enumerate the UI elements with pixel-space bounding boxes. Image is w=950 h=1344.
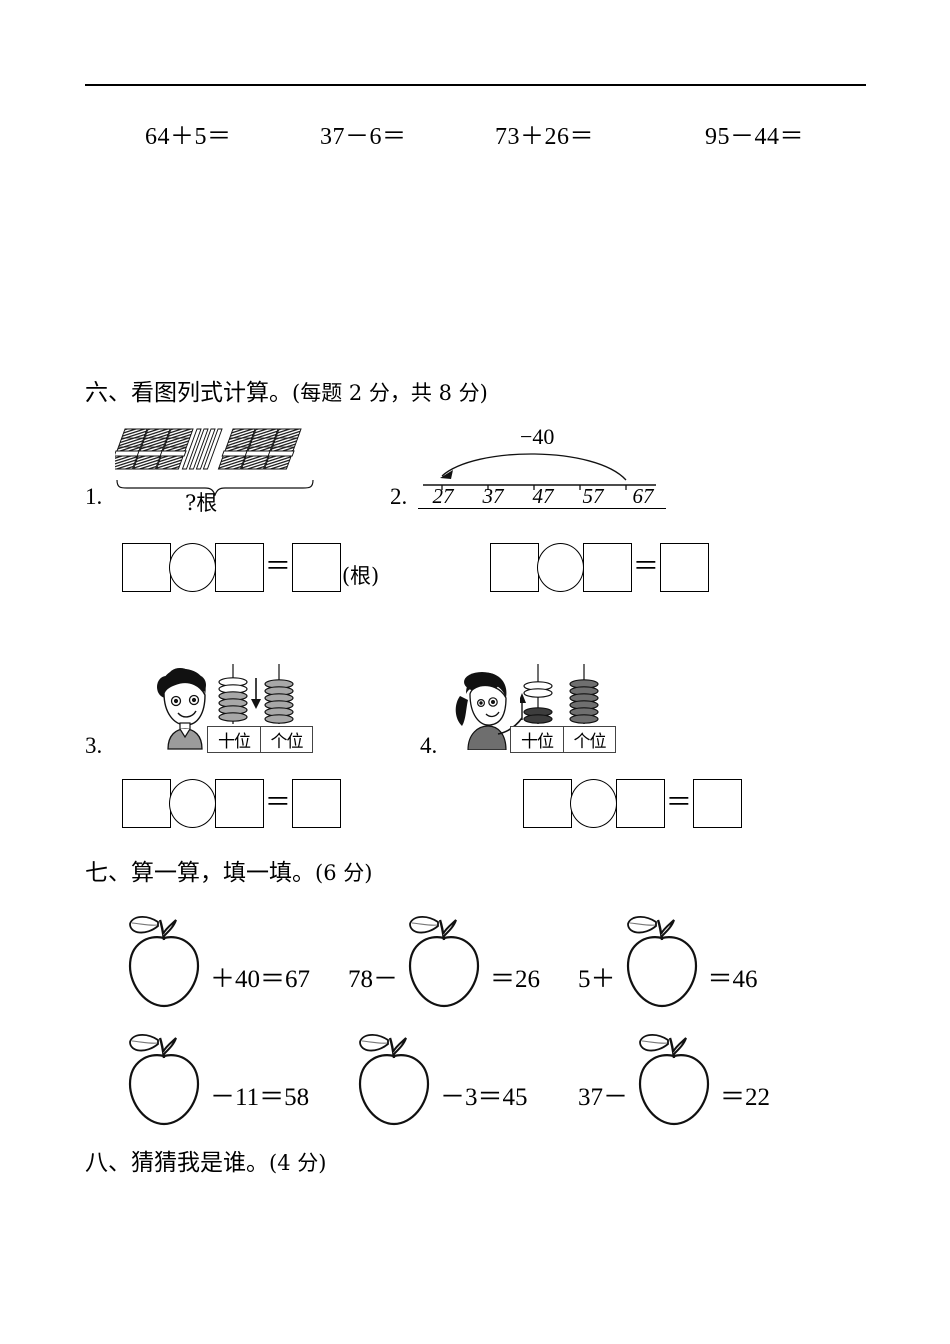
equals-sign: ＝ (264, 788, 291, 817)
apple-equation-5: －3＝45 (348, 1018, 528, 1128)
bundled-sticks-figure (108, 425, 315, 496)
number-line-baseline (418, 508, 666, 509)
answer-box-operand-2[interactable] (214, 778, 264, 828)
header-divider (85, 84, 866, 86)
problem-number-2: 2. (390, 484, 408, 509)
apple-icon (638, 1033, 710, 1126)
answer-row-problem-2: ＝ (490, 542, 709, 592)
apple-equation-4: －11＝58 (118, 1018, 309, 1128)
apple-icon (626, 915, 697, 1008)
calc-item-4: 95－44＝ (705, 124, 804, 150)
sticks-brace-icon (116, 479, 314, 496)
section-heading-eight: 八、猜猜我是谁。(4 分) (85, 1148, 326, 1178)
apple-equation-5-text: －3＝45 (440, 1084, 528, 1111)
equals-sign: ＝ (632, 552, 659, 581)
number-line-tick-0: 27 (432, 484, 454, 508)
place-value-tens-label: 十位 (218, 732, 251, 752)
answer-circle-operator[interactable] (169, 778, 217, 828)
problem-number-4: 4. (420, 733, 438, 758)
answer-box-operand-2[interactable] (214, 542, 264, 592)
calc-item-1: 64＋5＝ (145, 124, 232, 150)
answer-circle-operator[interactable] (169, 542, 217, 592)
section-heading-seven: 七、算一算，填一填。(6 分) (85, 858, 372, 888)
answer-row-problem-1: ＝ (根) (122, 542, 379, 592)
number-line-tick-2: 47 (532, 484, 554, 508)
apple-equation-6-prefix: 37－ (578, 1084, 629, 1111)
number-line-tick-4: 67 (632, 484, 654, 508)
answer-box-operand-2[interactable] (615, 778, 665, 828)
number-line-arc-label: −40 (520, 424, 555, 449)
apple-equation-6-suffix: ＝22 (720, 1084, 771, 1111)
answer-box-operand-1[interactable] (122, 542, 171, 592)
apple-equation-3-suffix: ＝46 (707, 966, 758, 993)
section-eight-score: (4 分) (269, 1151, 327, 1175)
apple-equation-2-suffix: ＝26 (490, 966, 541, 993)
apple-icon (408, 915, 480, 1008)
calc-item-2: 37－6＝ (320, 124, 407, 150)
place-value-table-problem-3: 十位 个位 (207, 726, 313, 753)
section-seven-title: 七、算一算，填一填。 (85, 860, 315, 886)
place-value-ones-label: 个位 (260, 727, 312, 752)
number-line-tick-1: 37 (482, 484, 504, 508)
apple-equation-6: 37－ ＝22 (578, 1018, 770, 1128)
apple-equation-2-prefix: 78－ (348, 966, 399, 993)
section-eight-title: 八、猜猜我是谁。 (85, 1150, 269, 1176)
boy-figure-icon (157, 668, 206, 750)
equals-sign: ＝ (264, 552, 291, 581)
apple-icon (128, 1033, 200, 1126)
answer-box-operand-1[interactable] (523, 778, 572, 828)
apple-equation-2: 78－ ＝26 (348, 900, 540, 1010)
answer-row-problem-4: ＝ (523, 778, 742, 828)
apple-equation-1: ＋40＝67 (118, 900, 310, 1010)
answer-box-result[interactable] (291, 542, 341, 592)
number-line-figure (420, 448, 660, 495)
problem-number-3: 3. (85, 733, 103, 758)
answer-circle-operator[interactable] (537, 542, 585, 592)
apple-equation-4-text: －11＝58 (210, 1084, 310, 1111)
girl-figure-icon (455, 672, 523, 750)
apple-icon (128, 915, 200, 1008)
section-heading-six: 六、看图列式计算。(每题 2 分，共 8 分) (85, 378, 488, 408)
section-six-score: (每题 2 分，共 8 分) (292, 381, 488, 405)
answer-box-operand-2[interactable] (582, 542, 632, 592)
answer-box-result[interactable] (659, 542, 709, 592)
apple-icon (358, 1033, 430, 1126)
section-seven-score: (6 分) (315, 861, 373, 885)
apple-equation-3: 5＋ ＝46 (578, 900, 758, 1010)
apple-equation-1-text: ＋40＝67 (210, 966, 311, 993)
answer-row-problem-3: ＝ (122, 778, 341, 828)
answer-unit-label: (根) (341, 564, 380, 588)
apple-equation-3-prefix: 5＋ (578, 966, 616, 993)
answer-box-operand-1[interactable] (490, 542, 539, 592)
calc-item-3: 73＋26＝ (495, 124, 594, 150)
answer-box-operand-1[interactable] (122, 778, 171, 828)
answer-box-result[interactable] (692, 778, 742, 828)
place-value-tens-label: 十位 (521, 732, 554, 752)
answer-circle-operator[interactable] (570, 778, 618, 828)
answer-box-result[interactable] (291, 778, 341, 828)
counting-rods-girl-icon (520, 664, 599, 724)
horizontal-calculation-row: 64＋5＝ 37－6＝ 73＋26＝ 95－44＝ (85, 122, 875, 162)
number-line-tick-labels: 27 37 47 57 67 (418, 484, 668, 509)
section-six-title: 六、看图列式计算。 (85, 380, 292, 406)
place-value-table-problem-4: 十位 个位 (510, 726, 616, 753)
equals-sign: ＝ (665, 788, 692, 817)
place-value-ones-label: 个位 (563, 727, 615, 752)
problem-number-1: 1. (85, 484, 103, 509)
number-line-tick-3: 57 (582, 484, 604, 508)
counting-rods-boy-icon (218, 664, 294, 724)
sticks-quantity-label: ?根 (185, 491, 218, 515)
